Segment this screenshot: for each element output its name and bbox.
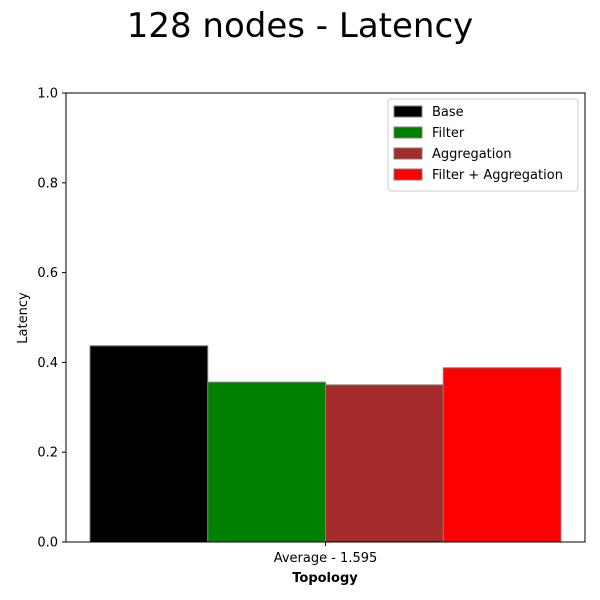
bar-filter — [207, 381, 326, 543]
y-tick-label: 0.0 — [37, 536, 58, 551]
y-tick-label: 0.6 — [37, 266, 58, 281]
legend-label: Base — [432, 105, 464, 120]
y-tick-label: 0.2 — [37, 446, 58, 461]
legend-swatch — [393, 126, 423, 139]
chart-title: 128 nodes - Latency — [126, 6, 474, 46]
y-axis: 0.0 0.2 0.4 0.6 0.8 1.0 — [37, 87, 66, 551]
y-axis-label: Latency — [16, 292, 31, 344]
legend-label: Filter — [432, 126, 465, 141]
x-axis-label: Topology — [292, 571, 358, 586]
legend-label: Aggregation — [432, 147, 512, 162]
legend-swatch — [393, 168, 423, 181]
bar-filter-aggregation — [442, 367, 562, 543]
x-tick-label: Average - 1.595 — [274, 551, 378, 566]
legend-swatch — [393, 105, 423, 118]
bars-group — [89, 345, 562, 543]
y-tick-label: 0.4 — [37, 356, 58, 371]
legend-box — [387, 98, 579, 192]
legend-swatch — [393, 147, 423, 160]
y-tick-label: 0.8 — [37, 176, 58, 191]
y-tick-label: 1.0 — [37, 87, 58, 102]
bar-base — [89, 345, 209, 543]
x-axis: Average - 1.595 — [274, 542, 378, 566]
legend-label: Filter + Aggregation — [432, 168, 563, 183]
bar-aggregation — [325, 384, 444, 543]
